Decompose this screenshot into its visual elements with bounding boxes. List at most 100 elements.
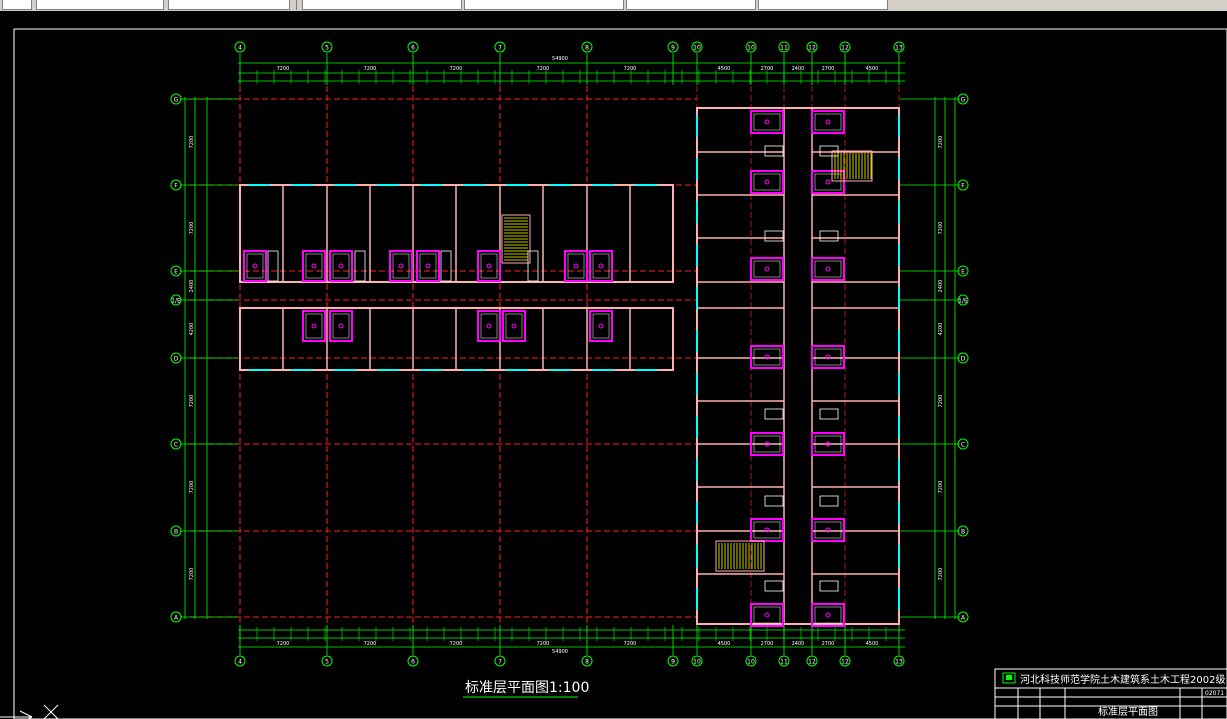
bathroom-fixture	[564, 250, 588, 282]
shaft	[764, 495, 784, 507]
bathroom-fixture	[332, 313, 350, 339]
axis-bubble-label: B	[174, 529, 178, 536]
bathroom-fixture	[305, 313, 323, 339]
title-block-sheet-title: 标准层平面图	[1098, 706, 1158, 718]
axis-bubble	[170, 93, 182, 105]
axis-bubble	[494, 41, 506, 53]
dimension-row: 7200	[189, 395, 195, 408]
bathroom-fixture	[753, 173, 781, 191]
dimension-bay: 7200	[364, 66, 377, 72]
bathroom-fixture	[811, 603, 845, 627]
bathroom-fixture	[750, 603, 784, 627]
axis-bubble-label: 4	[238, 45, 242, 52]
dimension-row: 7200	[189, 222, 195, 235]
toolbar-field[interactable]	[758, 0, 888, 10]
axis-bubble-label: 1/E	[958, 298, 968, 305]
axis-bubble	[170, 294, 182, 306]
dimension-row: 7200	[938, 222, 944, 235]
axis-bubble-label: G	[174, 97, 179, 104]
bathroom-fixture	[814, 348, 842, 366]
bathroom-fixture	[480, 313, 498, 339]
bathroom-fixture	[753, 260, 781, 278]
bathroom-fixture	[811, 110, 845, 134]
axis-bubble-label: 13	[895, 659, 903, 666]
toolbar-field[interactable]	[464, 0, 624, 10]
dimension-row: 7200	[938, 481, 944, 494]
bathroom-fixture	[750, 518, 784, 542]
dimension-bay: 7200	[277, 641, 290, 647]
toolbar-field[interactable]	[626, 0, 756, 10]
dimension-row: 7200	[938, 568, 944, 581]
axis-bubble-label: A	[961, 615, 966, 622]
axis-bubble	[170, 525, 182, 537]
axis-bubble-label: 9	[671, 45, 675, 52]
axis-bubble-label: 6	[411, 659, 415, 666]
axis-grid	[190, 86, 900, 636]
dimension-total-top: 54900	[552, 56, 568, 62]
axis-bubble	[667, 41, 679, 53]
dimension-row: 7200	[189, 481, 195, 494]
bathroom-fixture	[243, 250, 267, 282]
shaft	[267, 250, 279, 282]
axis-bubble-label: 13	[895, 45, 903, 52]
dimension-row: 7200	[938, 136, 944, 149]
axis-bubble-label: A	[174, 615, 179, 622]
axis-bubble	[839, 41, 851, 53]
axis-bubble-label: C	[961, 442, 965, 449]
toolbar-field[interactable]	[168, 0, 290, 10]
toolbar-field[interactable]	[36, 0, 164, 10]
bathroom-fixture	[338, 323, 344, 329]
bathroom-fixture	[329, 250, 353, 282]
toolbar-field[interactable]	[2, 0, 32, 10]
axis-bubble-label: 7	[498, 45, 502, 52]
axis-bubble	[957, 265, 969, 277]
fixtures	[243, 110, 845, 627]
dimension-bay: 7200	[277, 66, 290, 72]
axis-bubble	[893, 41, 905, 53]
bathroom-fixture	[302, 310, 326, 342]
axis-bubble-label: 10	[747, 659, 755, 666]
dimension-bay: 7200	[537, 641, 550, 647]
axis-bubble	[407, 41, 419, 53]
bathroom-fixture	[814, 260, 842, 278]
axis-bubble-label: 5	[325, 659, 329, 666]
bathroom-fixture	[311, 263, 317, 269]
toolbar-field[interactable]	[302, 0, 462, 10]
bathroom-fixture	[416, 250, 440, 282]
axis-bubble	[893, 655, 905, 667]
dimension-row: 7200	[189, 136, 195, 149]
axis-bubble-label: B	[961, 529, 965, 536]
axis-bubble-label: 12	[841, 45, 849, 52]
axis-bubble-label: 8	[585, 659, 589, 666]
shaft	[354, 250, 366, 282]
wall	[696, 107, 900, 625]
dimension-bay: 2400	[792, 66, 805, 72]
axis-bubble-label: C	[174, 442, 178, 449]
bathroom-fixture	[750, 170, 784, 194]
axis-bubble	[745, 41, 757, 53]
bathroom-fixture	[392, 253, 410, 279]
bathroom-fixture	[329, 310, 353, 342]
bathroom-fixture	[764, 527, 770, 533]
stair-outline	[831, 150, 873, 182]
bathroom-fixture	[825, 266, 831, 272]
bathroom-fixture	[814, 173, 842, 191]
axis-bubble	[321, 41, 333, 53]
bathroom-fixture	[753, 435, 781, 453]
shaft	[819, 495, 839, 507]
axis-bubble-label: 12	[841, 659, 849, 666]
axis-bubble	[234, 655, 246, 667]
bathroom-fixture	[311, 323, 317, 329]
bathroom-fixture	[419, 253, 437, 279]
dimension-bay: 2700	[761, 641, 774, 647]
bathroom-fixture	[764, 266, 770, 272]
dimension-bay: 7200	[537, 66, 550, 72]
bathroom-fixture	[811, 345, 845, 369]
dimension-row: 2400	[189, 280, 195, 293]
bathroom-fixture	[814, 521, 842, 539]
axis-bubble-label: 10	[693, 45, 701, 52]
bathroom-fixture	[425, 263, 431, 269]
axis-bubble-label: 10	[747, 45, 755, 52]
bathroom-fixture	[825, 612, 831, 618]
